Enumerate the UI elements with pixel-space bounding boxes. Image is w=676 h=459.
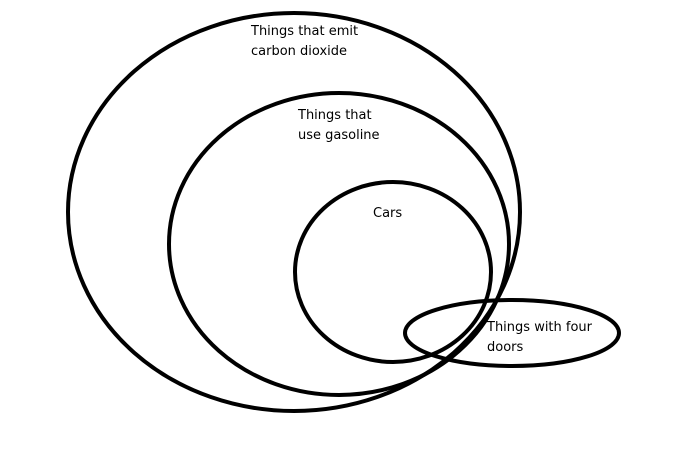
- gasoline-label-line-2: use gasoline: [298, 128, 380, 143]
- gasoline-circle: [167, 91, 511, 397]
- cars-circle: [293, 180, 493, 364]
- four-doors-label: Things with four doors: [487, 318, 592, 358]
- four-doors-ellipse: [403, 298, 621, 368]
- carbon-dioxide-label-line-1: Things that emit: [251, 24, 359, 39]
- carbon-dioxide-circle: [66, 11, 522, 413]
- four-doors-label-line-1: Things with four: [487, 320, 593, 335]
- gasoline-label-line-1: Things that: [298, 108, 372, 123]
- four-doors-label-line-2: doors: [487, 340, 524, 355]
- cars-label: Cars: [373, 204, 402, 224]
- carbon-dioxide-label-line-2: carbon dioxide: [251, 44, 348, 59]
- cars-label-line-1: Cars: [373, 206, 403, 221]
- carbon-dioxide-label: Things that emit carbon dioxide: [251, 22, 358, 62]
- gasoline-label: Things that use gasoline: [298, 106, 380, 146]
